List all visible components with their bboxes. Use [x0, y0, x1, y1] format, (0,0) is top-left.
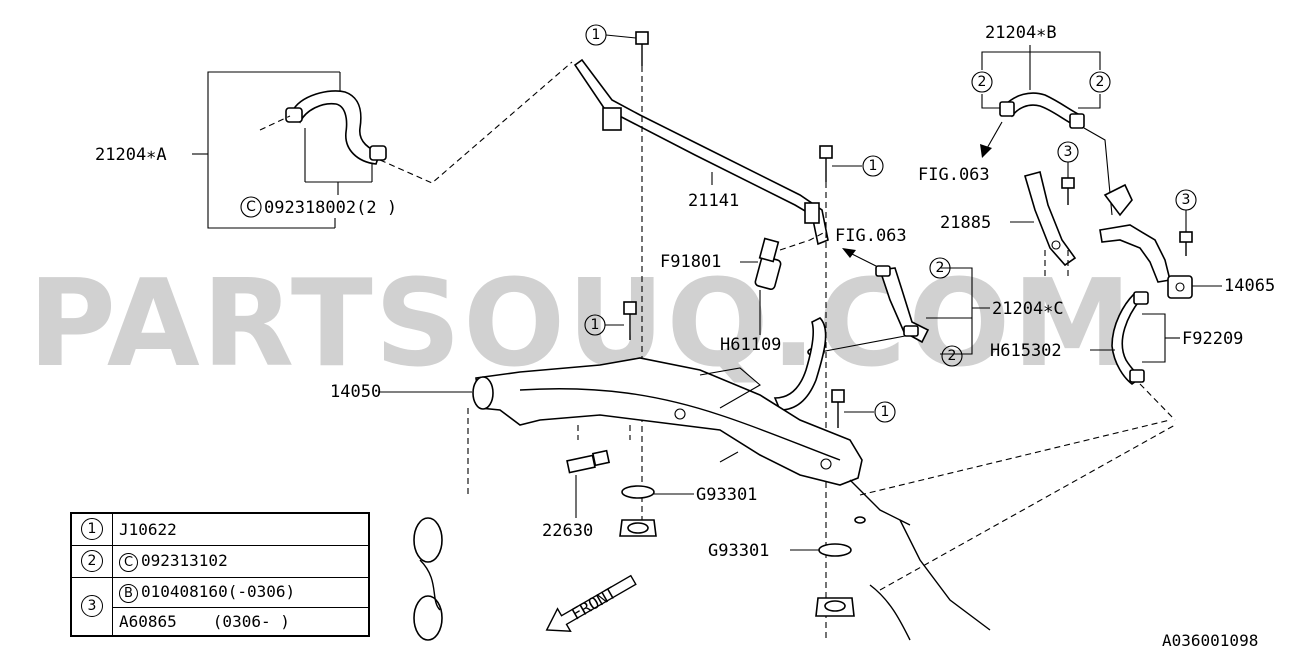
bolt-top: 1	[585, 24, 649, 66]
label-21204C: 21204∗C	[992, 299, 1064, 319]
callout-1-top: 1	[592, 27, 601, 43]
sensor-F91801: F91801	[660, 231, 826, 290]
bolt-right: 1	[831, 389, 896, 428]
callout-2-b-right: 2	[1096, 74, 1105, 90]
pipe-21141: 21141	[573, 58, 829, 246]
hose-21204A-group: 21204∗A C 092318002(2 )	[95, 71, 397, 229]
bolt-mid: 1	[819, 145, 884, 182]
label-21204A: 21204∗A	[95, 145, 167, 165]
fig063-ref-mid: FIG.063	[835, 226, 907, 269]
legend-key-2: 2	[81, 550, 103, 573]
figure-id: A036001098	[1162, 631, 1258, 650]
label-G93301-b: G93301	[708, 541, 769, 561]
label-14050: 14050	[330, 382, 381, 402]
hose-H61109: H61109	[720, 290, 827, 411]
callout-2-c-top: 2	[936, 260, 945, 276]
callout-2-b-left: 2	[978, 74, 987, 90]
hose-21204B-group: 21204∗B 2 2 FIG.063	[918, 23, 1113, 216]
label-21204B: 21204∗B	[985, 23, 1057, 43]
label-14065: 14065	[1224, 276, 1275, 296]
front-arrow: FRONT	[545, 574, 637, 633]
sensor-22630: 22630	[542, 449, 611, 541]
callout-3-b: 3	[1182, 192, 1191, 208]
label-H615302: H615302	[990, 341, 1062, 361]
legend-key-1: 1	[81, 518, 103, 541]
legend-code-2: 092313102	[141, 550, 228, 570]
legend-range-3: (-0306)	[227, 582, 296, 601]
callout-2-c-bottom: 2	[948, 348, 957, 364]
label-G93301-a: G93301	[696, 485, 757, 505]
label-092318002: 092318002(2 )	[264, 198, 397, 218]
label-H61109: H61109	[720, 335, 781, 355]
label-c-prefix: C	[246, 199, 256, 215]
pipe-14050: 14050	[330, 357, 863, 495]
legend-row-1: 1 J10622	[71, 513, 369, 546]
legend-key-3: 3	[81, 595, 103, 618]
callout-1-right: 1	[881, 404, 890, 420]
legend-range-4: (0306- )	[212, 612, 290, 632]
bolt-left: 1	[584, 301, 637, 340]
pipe-right-14065: 14065 3	[1099, 183, 1275, 299]
label-F91801: F91801	[660, 252, 721, 272]
label-22630: 22630	[542, 521, 593, 541]
legend-row-4: A60865 (0306- )	[72, 607, 369, 636]
callout-1-left: 1	[591, 317, 600, 333]
gasket-G93301-a: G93301	[619, 485, 757, 537]
engine-outline	[413, 419, 1176, 641]
legend-code-3: 010408160	[141, 582, 228, 601]
label-21141: 21141	[688, 191, 739, 211]
label-21885: 21885	[940, 213, 991, 233]
label-fig063-top: FIG.063	[918, 165, 990, 185]
label-F92209: F92209	[1182, 329, 1243, 349]
callout-1-mid: 1	[869, 158, 878, 174]
label-front: FRONT	[568, 583, 620, 624]
gasket-G93301-b: G93301	[708, 541, 855, 617]
label-fig063-mid: FIG.063	[835, 226, 907, 246]
legend-prefix-2: C	[119, 552, 138, 572]
legend-prefix-3: B	[119, 584, 138, 603]
bracket-21885: 21885 3	[940, 141, 1079, 278]
callout-3-a: 3	[1064, 144, 1073, 160]
hose-H615302: F92209 H615302	[990, 291, 1243, 421]
legend-code-1: J10622	[119, 519, 177, 539]
legend-code-4: A60865	[119, 612, 177, 632]
